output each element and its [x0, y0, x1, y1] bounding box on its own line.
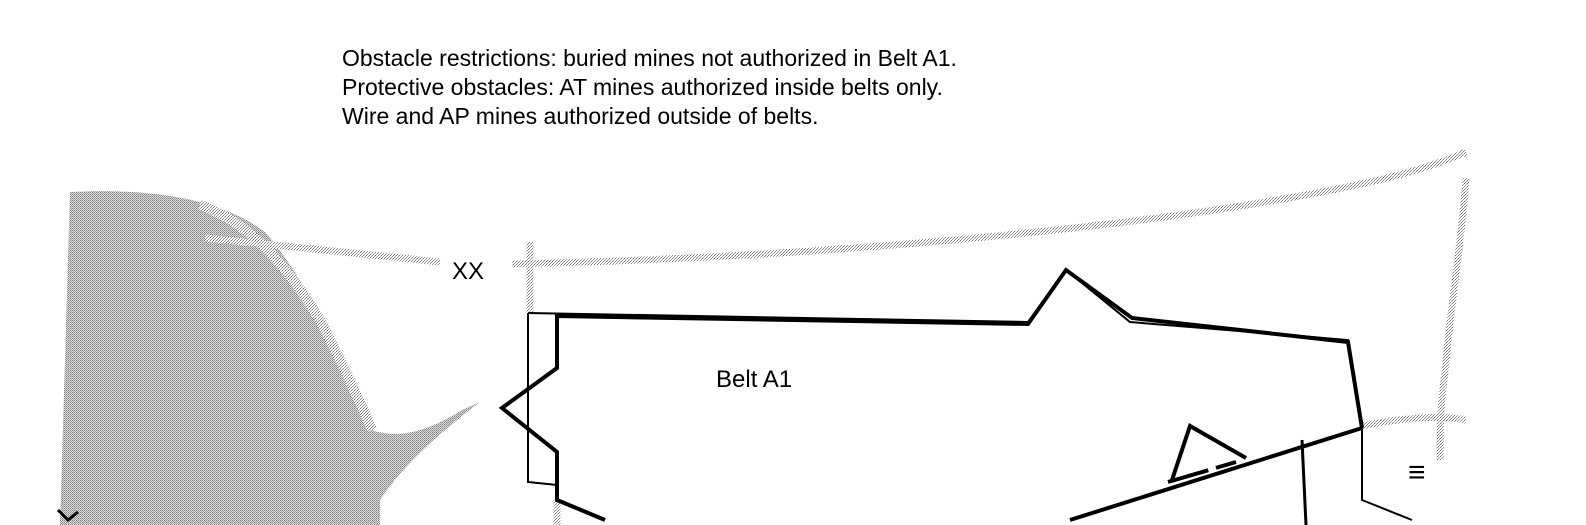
note-wire-ap-mines: Wire and AP mines authorized outside of … [342, 103, 819, 129]
belt-a1-outline-thin [527, 268, 1413, 521]
obstacle-group-triangle [1170, 423, 1247, 481]
belt-a1-west-thin [527, 313, 558, 486]
obstacle-group-vertical [1300, 439, 1308, 525]
belt-a1-outline-thick [498, 267, 1364, 522]
unit-echelon-symbol: ≡ [1408, 456, 1426, 489]
terrain-shading [60, 191, 480, 525]
boundary-line-right [511, 148, 1468, 268]
obstacle-group-dashed [1167, 460, 1237, 484]
boundary-line-east-lower [1361, 414, 1467, 430]
note-protective-obstacles: Protective obstacles: AT mines authorize… [342, 74, 943, 100]
boundary-line-east [1436, 177, 1470, 461]
phase-line-west [526, 242, 561, 525]
terrain-shading-edge [198, 200, 377, 432]
belt-a1-label: Belt A1 [716, 366, 793, 393]
note-obstacle-restrictions: Obstacle restrictions: buried mines not … [342, 45, 957, 71]
boundary-symbol-xx: XX [452, 258, 485, 285]
chevron-icon [56, 508, 79, 523]
boundary-line-left [204, 234, 441, 266]
restriction-notes: Obstacle restrictions: buried mines not … [342, 44, 957, 131]
obstacle-group-boundary [1069, 426, 1363, 522]
